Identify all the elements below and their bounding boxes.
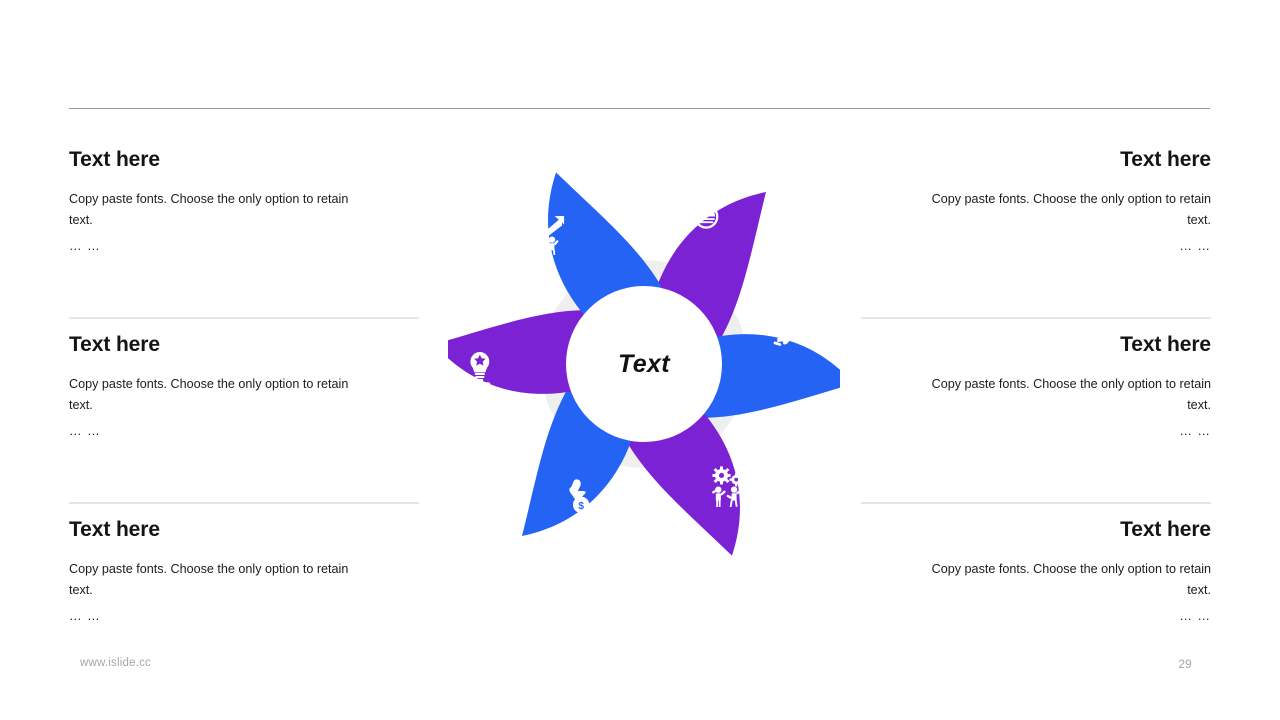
block-title: Text here: [69, 148, 160, 171]
block-ellipsis: … …: [69, 238, 101, 253]
block-title: Text here: [69, 518, 160, 541]
block-ellipsis: … …: [69, 608, 101, 623]
people-gears-icon: [712, 466, 743, 508]
block-ellipsis: … …: [69, 423, 101, 438]
text-block-left-2[interactable]: Text here Copy paste fonts. Choose the o…: [69, 319, 419, 504]
text-block-right-2[interactable]: Text here Copy paste fonts. Choose the o…: [861, 319, 1211, 504]
left-column: Text here Copy paste fonts. Choose the o…: [69, 134, 419, 689]
svg-text:$: $: [578, 501, 584, 512]
footer-website[interactable]: www.islide.cc: [80, 657, 151, 669]
block-body: Copy paste fonts. Choose the only option…: [69, 192, 349, 227]
block-divider: [69, 502, 419, 504]
block-body: Copy paste fonts. Choose the only option…: [69, 562, 349, 597]
right-column: Text here Copy paste fonts. Choose the o…: [861, 134, 1211, 689]
pinwheel-diagram: $: [448, 168, 840, 560]
hand-money-bag-icon: $: [569, 479, 590, 513]
magnifier-person-icon: [773, 313, 812, 346]
block-divider: [861, 317, 1211, 319]
block-body: Copy paste fonts. Choose the only option…: [931, 192, 1211, 227]
inner-circle: [566, 286, 722, 442]
block-title: Text here: [1120, 518, 1211, 541]
text-block-right-1[interactable]: Text here Copy paste fonts. Choose the o…: [861, 134, 1211, 319]
block-body: Copy paste fonts. Choose the only option…: [931, 377, 1211, 412]
slide-page-number: 29: [1178, 657, 1192, 671]
text-block-right-3[interactable]: Text here Copy paste fonts. Choose the o…: [861, 504, 1211, 689]
header-divider: [69, 108, 1210, 109]
hand-lightbulb-star-icon: [463, 352, 491, 386]
block-title: Text here: [69, 333, 160, 356]
block-ellipsis: … …: [1179, 238, 1211, 253]
block-title: Text here: [1120, 333, 1211, 356]
block-body: Copy paste fonts. Choose the only option…: [69, 377, 349, 412]
block-title: Text here: [1120, 148, 1211, 171]
text-block-left-3[interactable]: Text here Copy paste fonts. Choose the o…: [69, 504, 419, 689]
block-ellipsis: … …: [1179, 608, 1211, 623]
team-growth-arrow-icon: [521, 216, 565, 256]
block-ellipsis: … …: [1179, 423, 1211, 438]
text-block-left-1[interactable]: Text here Copy paste fonts. Choose the o…: [69, 134, 419, 319]
block-body: Copy paste fonts. Choose the only option…: [931, 562, 1211, 597]
block-divider: [69, 317, 419, 319]
block-divider: [861, 502, 1211, 504]
presenter-pie-chart-icon: [683, 204, 719, 234]
